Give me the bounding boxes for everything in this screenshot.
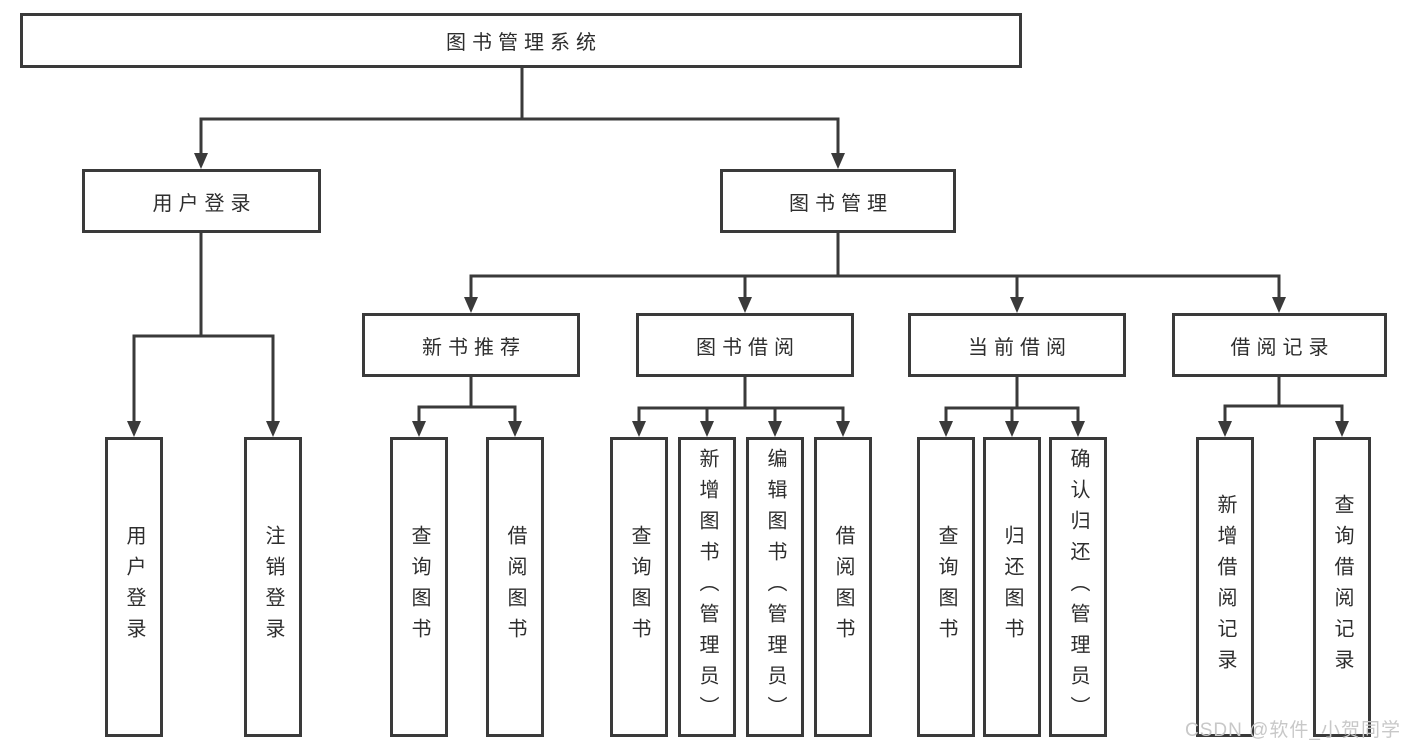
leaf-user-login: 用户登录 bbox=[105, 437, 163, 737]
leaf-borrow-book: 借阅图书 bbox=[814, 437, 872, 737]
node-label: 借阅记录 bbox=[1230, 336, 1335, 359]
node-label: 用户登录 bbox=[123, 525, 145, 649]
node-label: 借阅图书 bbox=[504, 525, 526, 649]
node-label: 图书管理系统 bbox=[446, 32, 602, 54]
node-label: 新增图书（管理员） bbox=[696, 447, 718, 727]
node-label: 图书管理 bbox=[789, 192, 893, 215]
csdn-watermark: CSDN @软件_小贺同学 bbox=[1185, 720, 1401, 741]
leaf-newbook-borrow: 借阅图书 bbox=[486, 437, 544, 737]
node-label: 当前借阅 bbox=[968, 336, 1072, 359]
node-current-borrow: 当前借阅 bbox=[908, 313, 1126, 377]
node-label: 确认归还（管理员） bbox=[1067, 447, 1089, 727]
node-root: 图书管理系统 bbox=[20, 13, 1022, 68]
leaf-logout: 注销登录 bbox=[244, 437, 302, 737]
leaf-newbook-query: 查询图书 bbox=[390, 437, 448, 737]
node-label: 归还图书 bbox=[1001, 525, 1023, 649]
node-new-book: 新书推荐 bbox=[362, 313, 580, 377]
node-label: 图书借阅 bbox=[696, 336, 800, 359]
leaf-record-add: 新增借阅记录 bbox=[1196, 437, 1254, 737]
leaf-borrow-query: 查询图书 bbox=[610, 437, 668, 737]
node-label: 编辑图书（管理员） bbox=[764, 447, 786, 727]
node-label: 用户登录 bbox=[152, 192, 257, 215]
leaf-record-query: 查询借阅记录 bbox=[1313, 437, 1371, 737]
node-label: 查询图书 bbox=[408, 525, 430, 649]
leaf-borrow-add-admin: 新增图书（管理员） bbox=[678, 437, 736, 737]
leaf-current-return: 归还图书 bbox=[983, 437, 1041, 737]
arrowheads bbox=[127, 153, 1349, 437]
node-borrow-record: 借阅记录 bbox=[1172, 313, 1387, 377]
node-label: 查询借阅记录 bbox=[1331, 494, 1353, 680]
leaf-borrow-edit-admin: 编辑图书（管理员） bbox=[746, 437, 804, 737]
node-book-mgmt: 图书管理 bbox=[720, 169, 956, 233]
node-label: 注销登录 bbox=[262, 525, 284, 649]
leaf-current-confirm-admin: 确认归还（管理员） bbox=[1049, 437, 1107, 737]
node-label: 查询图书 bbox=[935, 525, 957, 649]
node-book-borrow: 图书借阅 bbox=[636, 313, 854, 377]
node-label: 新增借阅记录 bbox=[1214, 494, 1236, 680]
node-label: 新书推荐 bbox=[422, 336, 526, 359]
node-user-login: 用户登录 bbox=[82, 169, 321, 233]
leaf-current-query: 查询图书 bbox=[917, 437, 975, 737]
node-label: 查询图书 bbox=[628, 525, 650, 649]
node-label: 借阅图书 bbox=[832, 525, 854, 649]
